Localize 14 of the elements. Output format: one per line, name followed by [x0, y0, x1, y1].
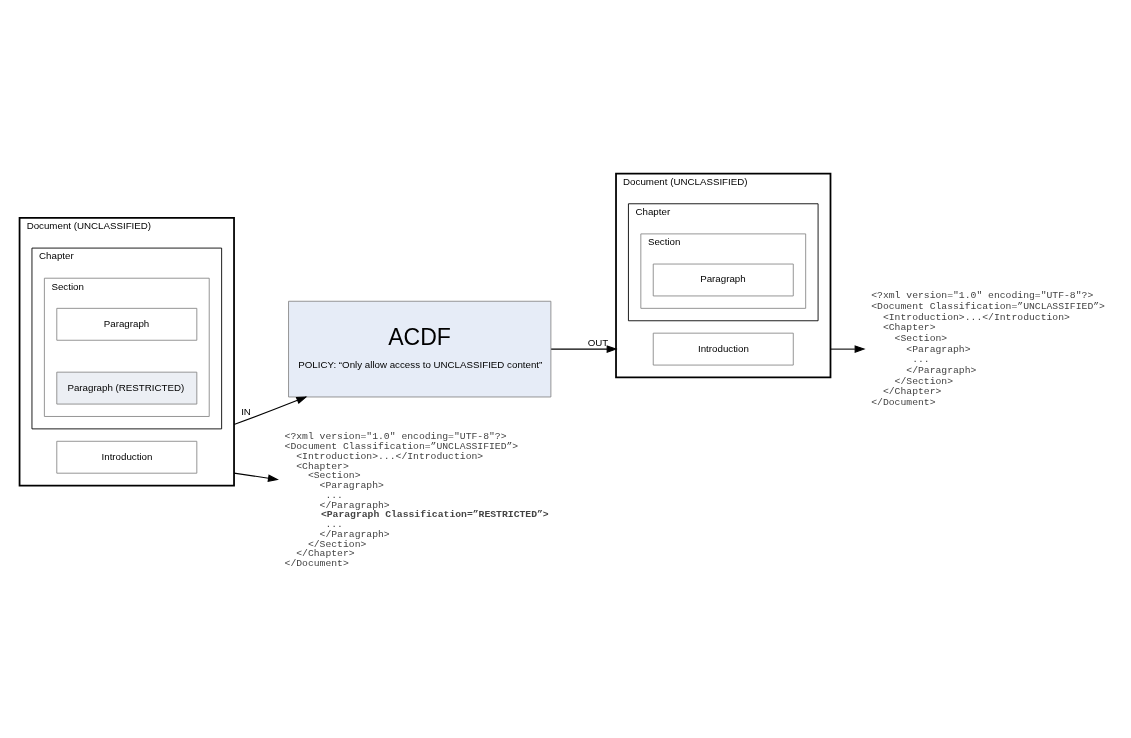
arrow — [550, 344, 618, 353]
node-text: <?xml version="1.0" encoding="UTF-8"?> <Document Classification=”UNCLASSIFIED”> <Introduction>...</Introduction> <Chapter> <Section> <Paragraph> ... </Paragraph> <Paragraph Classification=”RESTRICTED”> ... </Paragraph> </Section> </Chapter> </Document> — [284, 430, 549, 569]
node-box: Introduction — [56, 440, 198, 474]
node-text: <?xml version="1.0" encoding="UTF-8"?> <Document Classification=”UNCLASSIFIED”> <Introduction>...</Introduction> <Chapter> <Section> <Paragraph> ... </Paragraph> </Section> </Chapter> </Document> — [871, 289, 1105, 408]
edge-label: OUT — [587, 336, 609, 348]
node-box: Paragraph (RESTRICTED) — [56, 371, 198, 404]
arrow — [829, 344, 866, 353]
arrow — [233, 395, 308, 425]
edge-label: IN — [241, 405, 251, 417]
node-box: Paragraph — [56, 307, 198, 341]
node-box: ACDF POLICY: “Only allow access to UNCLASSIFIED content” — [288, 300, 552, 397]
arrow — [233, 472, 279, 482]
node-box: Paragraph — [652, 263, 794, 296]
node-box: Introduction — [652, 332, 794, 365]
